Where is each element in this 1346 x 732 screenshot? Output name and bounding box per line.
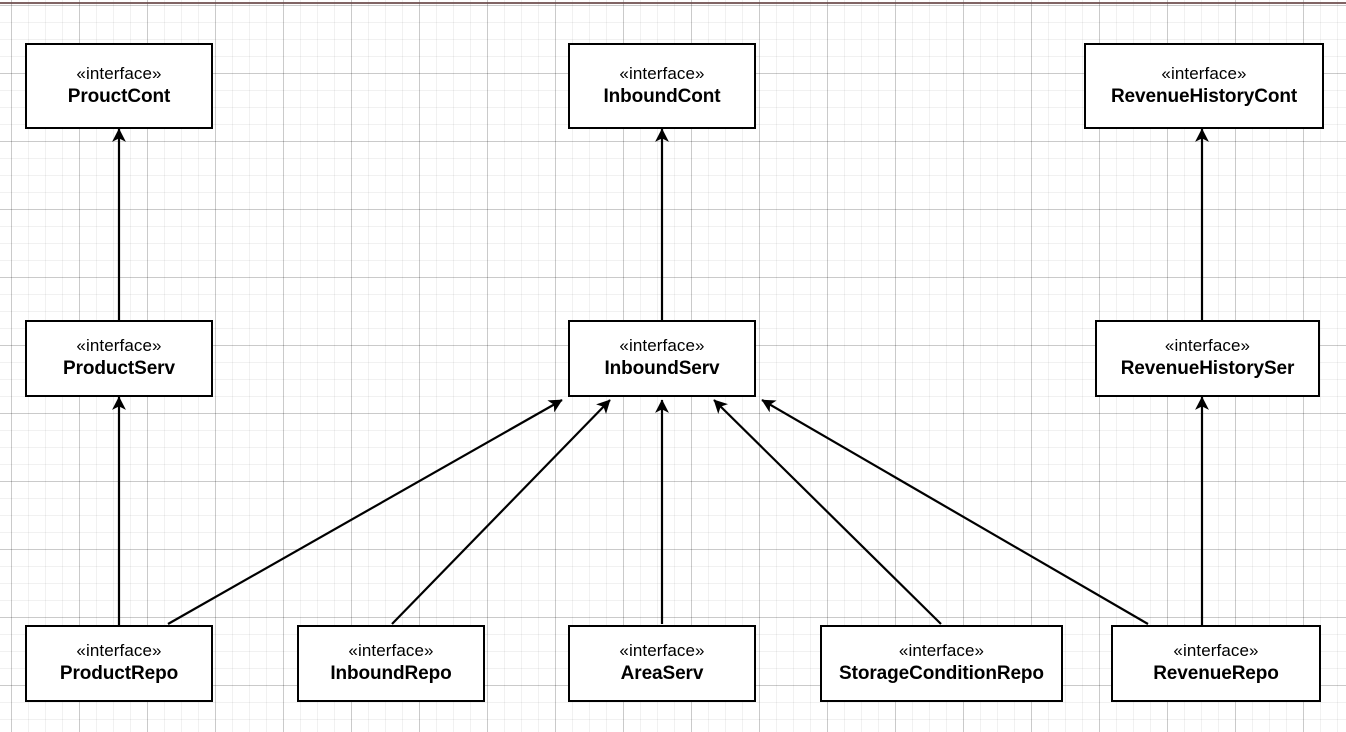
stereotype-label: «interface» [1164, 336, 1251, 356]
edge-revenuerepo-inboundserv[interactable] [761, 399, 1149, 625]
stereotype-label: «interface» [76, 641, 162, 661]
uml-class-AreaServ[interactable]: «interface»AreaServ [568, 625, 756, 702]
class-name-label: RevenueHistorySer [1120, 358, 1295, 380]
edge-productrepo-inboundserv[interactable] [167, 399, 563, 625]
stereotype-label: «interface» [619, 63, 705, 83]
uml-class-RevenueHistoryCont[interactable]: «interface»RevenueHistoryCont [1084, 43, 1324, 129]
uml-class-RevenueHistorySer[interactable]: «interface»RevenueHistorySer [1095, 320, 1320, 397]
class-name-label: StorageConditionRepo [839, 663, 1044, 685]
class-name-label: RevenueHistoryCont [1110, 85, 1298, 107]
edge-inboundrepo-inboundserv[interactable] [391, 399, 611, 625]
uml-class-InboundRepo[interactable]: «interface»InboundRepo [297, 625, 485, 702]
uml-class-StorageConditionRepo[interactable]: «interface»StorageConditionRepo [820, 625, 1063, 702]
stereotype-label: «interface» [348, 641, 434, 661]
stereotype-label: «interface» [619, 336, 705, 356]
stereotype-label: «interface» [619, 641, 705, 661]
class-name-label: InboundRepo [330, 663, 452, 685]
class-name-label: ProductServ [63, 358, 175, 380]
uml-class-ProuctCont[interactable]: «interface»ProuctCont [25, 43, 213, 129]
uml-class-InboundServ[interactable]: «interface»InboundServ [568, 320, 756, 397]
class-name-label: RevenueRepo [1153, 663, 1279, 685]
class-name-label: ProductRepo [59, 663, 179, 685]
edge-storageconditionrepo-inboundserv[interactable] [713, 399, 942, 625]
class-name-label: InboundCont [603, 85, 721, 107]
stereotype-label: «interface» [898, 641, 985, 661]
class-name-label: ProuctCont [67, 85, 171, 107]
class-name-label: InboundServ [604, 358, 720, 380]
top-rule-divider [0, 2, 1346, 4]
class-name-label: AreaServ [620, 663, 704, 685]
stereotype-label: «interface» [1161, 63, 1247, 83]
uml-class-InboundCont[interactable]: «interface»InboundCont [568, 43, 756, 129]
uml-class-ProductServ[interactable]: «interface»ProductServ [25, 320, 213, 397]
uml-class-ProductRepo[interactable]: «interface»ProductRepo [25, 625, 213, 702]
uml-class-RevenueRepo[interactable]: «interface»RevenueRepo [1111, 625, 1321, 702]
stereotype-label: «interface» [76, 336, 162, 356]
stereotype-label: «interface» [76, 63, 162, 83]
stereotype-label: «interface» [1173, 641, 1259, 661]
